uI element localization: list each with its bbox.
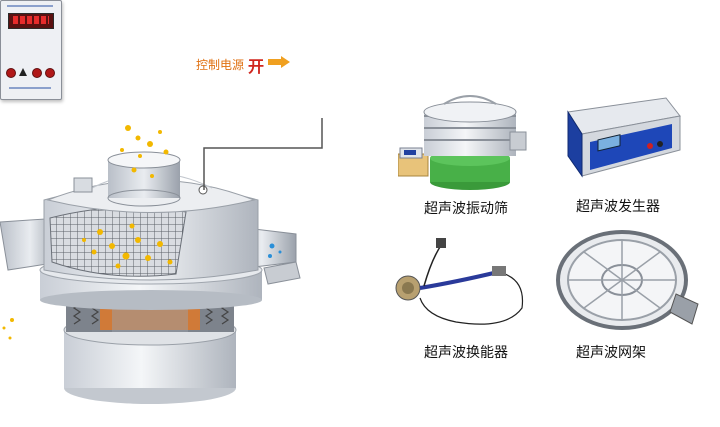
power-button[interactable] <box>6 68 16 78</box>
caption-generator: 超声波发生器 <box>576 199 660 215</box>
generator-icon <box>567 97 681 178</box>
caption-transducer: 超声波换能器 <box>424 345 508 361</box>
vibrating-screen-illustration <box>0 125 301 404</box>
up-arrow-icon[interactable] <box>19 68 27 76</box>
transducer-icon <box>395 238 524 325</box>
control-cable <box>203 118 323 190</box>
control-box-footer <box>3 86 57 91</box>
vibrating-sieve-icon <box>398 95 527 190</box>
caption-vibrating-sieve: 超声波振动筛 <box>424 201 508 217</box>
display-digits <box>13 16 49 24</box>
arrow-right-icon <box>268 56 290 68</box>
control-box-header <box>3 4 57 9</box>
mesh-frame-icon <box>556 230 699 330</box>
set-button[interactable] <box>32 68 42 78</box>
control-power-state: 开 <box>248 57 265 76</box>
caption-mesh-frame: 超声波网架 <box>576 345 646 361</box>
control-power-label: 控制电源 <box>196 58 245 72</box>
control-box <box>0 0 62 100</box>
digital-display <box>8 13 54 29</box>
stop-button[interactable] <box>45 68 55 78</box>
